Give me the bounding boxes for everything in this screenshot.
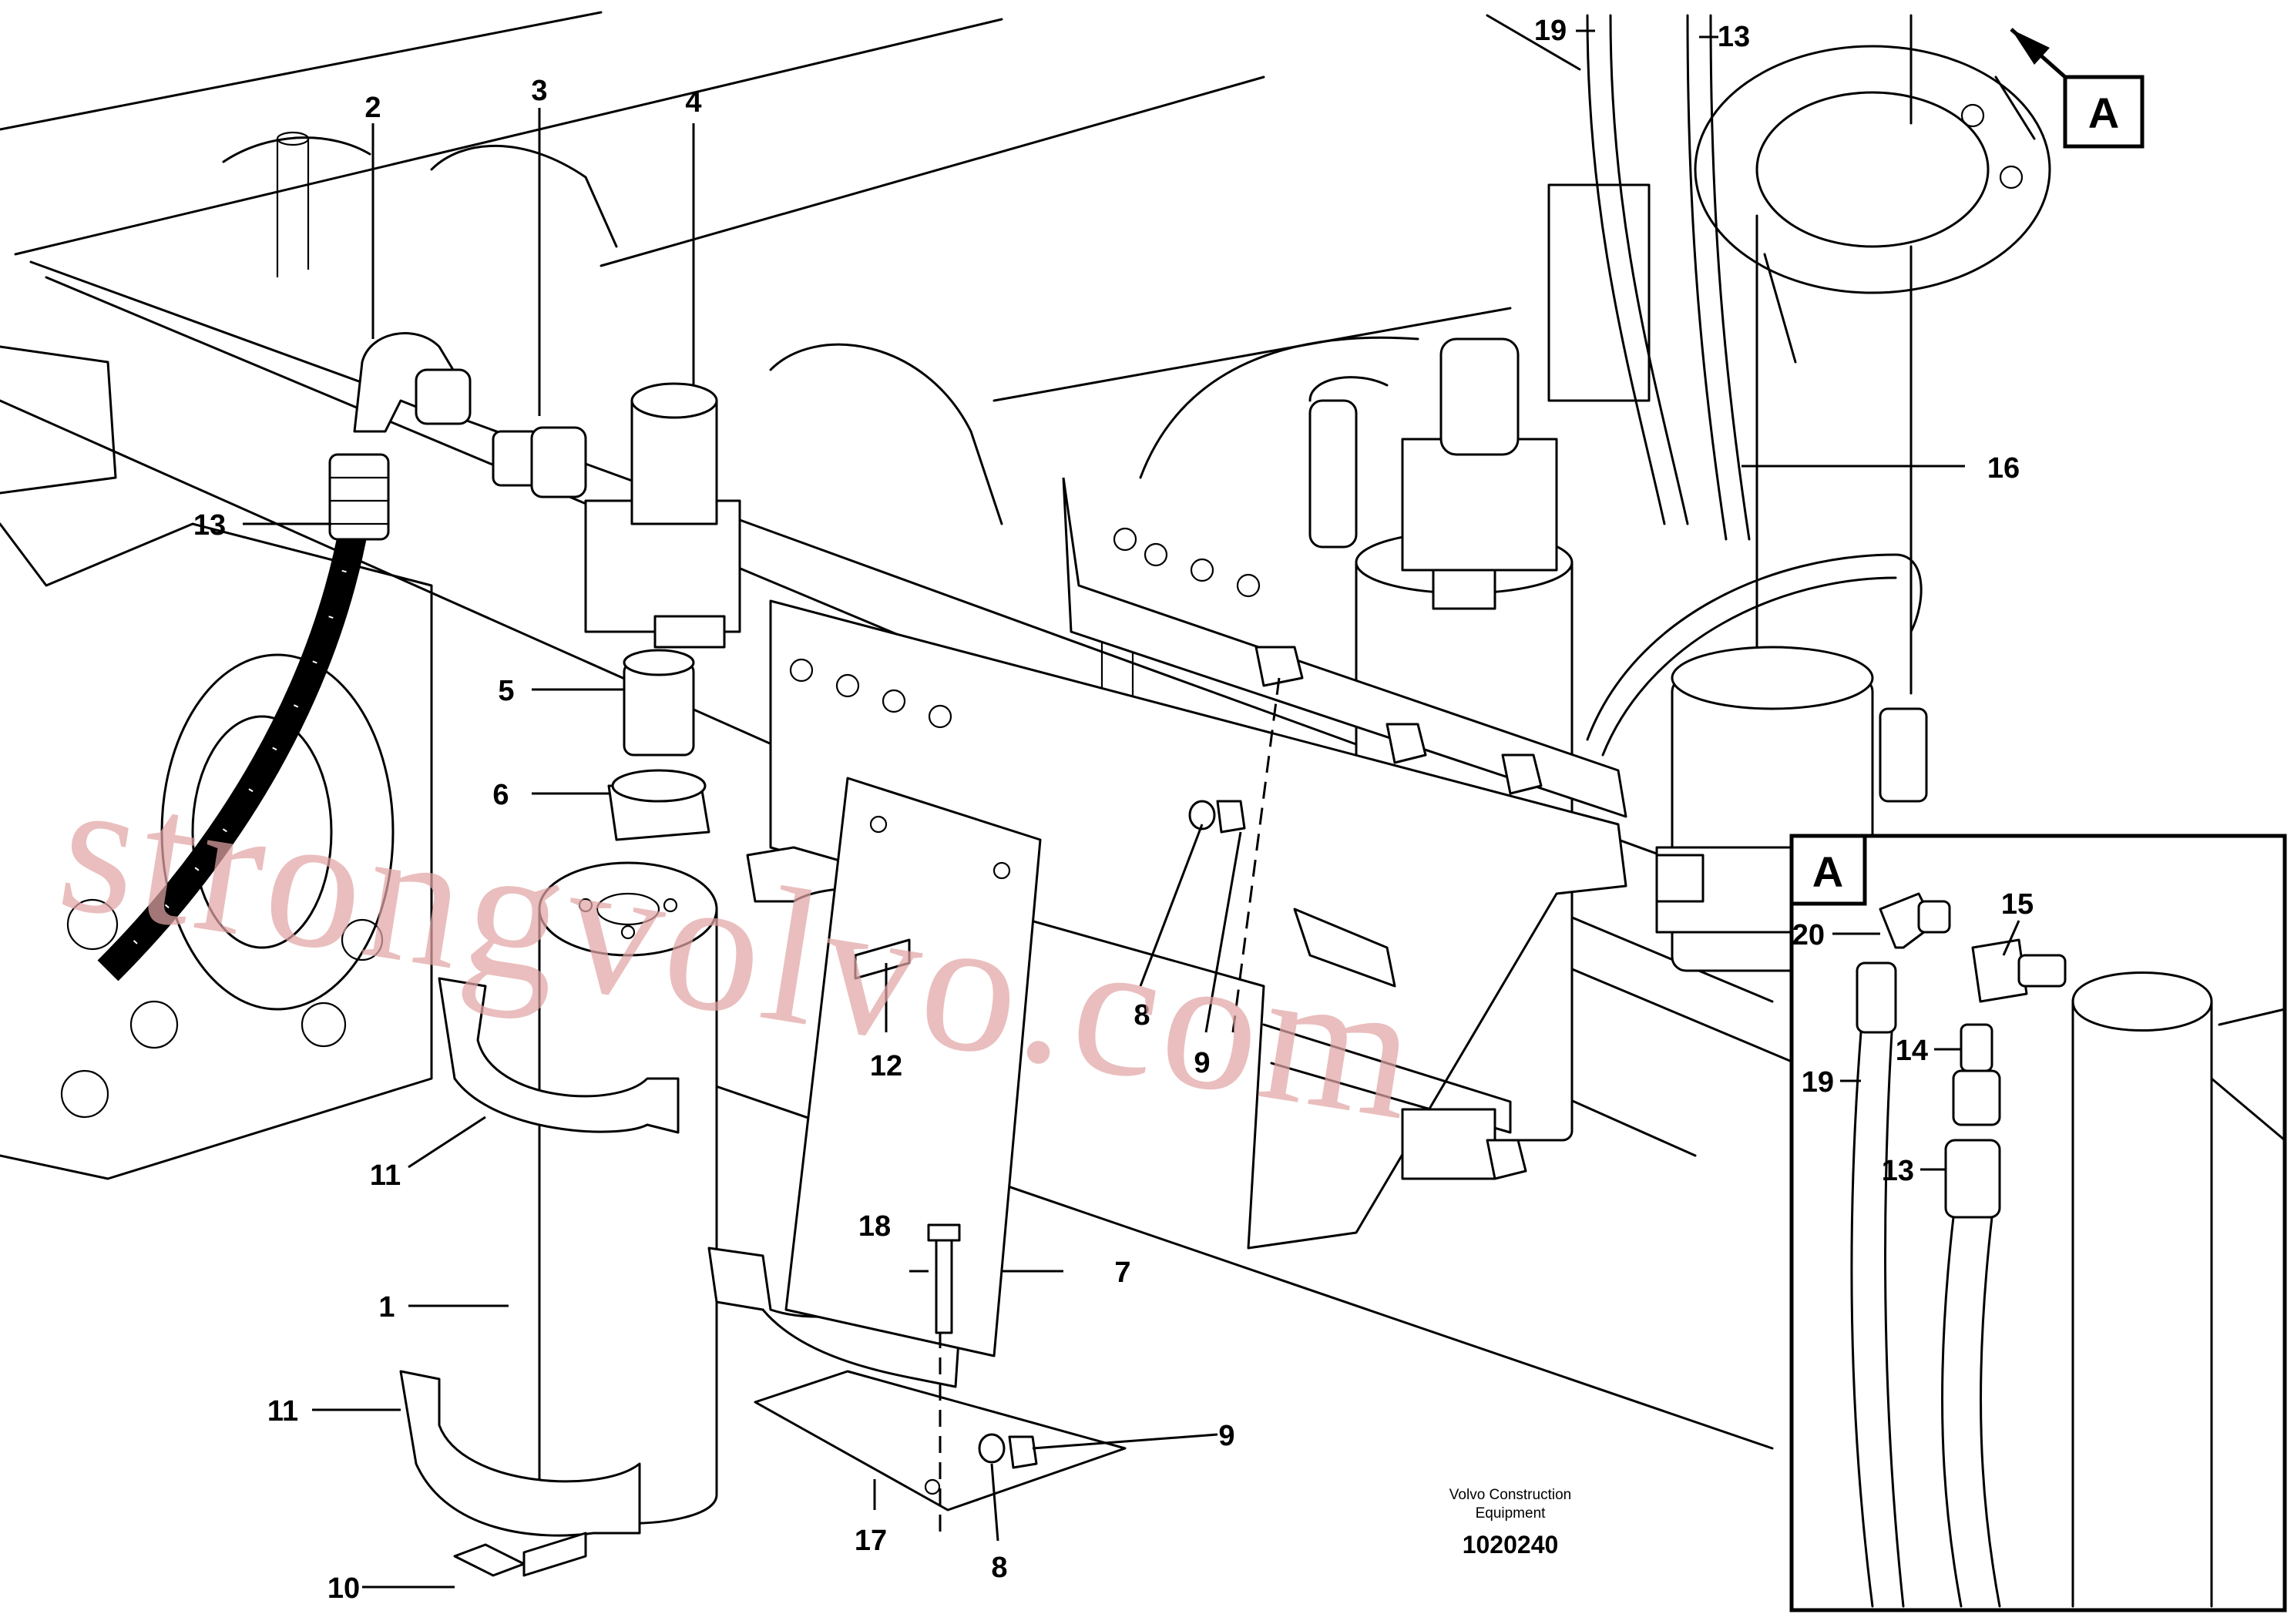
callout-13-top: 13 — [1718, 21, 1750, 53]
base-plate-17 — [754, 1279, 1127, 1541]
hardware — [453, 800, 1246, 1577]
callout-2: 2 — [364, 92, 381, 124]
callout-19-top: 19 — [1534, 15, 1567, 47]
bracket-bolts — [1231, 646, 1543, 1180]
bracket-7 — [784, 777, 1042, 1357]
hoses-top — [1139, 14, 1923, 757]
fittings — [353, 332, 741, 841]
callout-7: 7 — [1114, 1257, 1130, 1289]
accumulator-1 — [538, 861, 718, 1525]
callout-9-lower: 9 — [1218, 1420, 1234, 1452]
detail-callout-15: 15 — [2001, 888, 2034, 921]
callout-4: 4 — [685, 86, 701, 119]
hose-13 — [97, 453, 390, 981]
callout-18: 18 — [858, 1210, 891, 1243]
title-block: Volvo Construction Equipment 1020240 — [1449, 1487, 1571, 1559]
callout-17: 17 — [855, 1525, 887, 1557]
callout-5: 5 — [498, 675, 514, 707]
gearbox-housing — [0, 522, 433, 1180]
callout-9-upper: 9 — [1194, 1047, 1210, 1079]
callout-10: 10 — [327, 1572, 360, 1605]
detail-callout-20: 20 — [1792, 919, 1825, 951]
detail-callout-14: 14 — [1896, 1035, 1928, 1067]
detail-callout-13: 13 — [1882, 1155, 1914, 1187]
leader-lines — [243, 29, 1965, 1589]
callout-labels: 2 3 4 13 5 6 19 13 16 12 8 9 11 1 18 7 1… — [193, 15, 2020, 1605]
callout-16: 16 — [1987, 452, 2020, 485]
view-marker-label: A — [2088, 89, 2119, 137]
callout-3: 3 — [531, 75, 547, 107]
credit-line-1: Volvo Construction — [1449, 1487, 1571, 1503]
detail-view-label: A — [1812, 847, 1843, 896]
callout-13: 13 — [193, 509, 226, 542]
detail-callout-19: 19 — [1802, 1066, 1834, 1099]
callout-12: 12 — [870, 1050, 902, 1082]
callout-8-lower: 8 — [991, 1552, 1007, 1584]
credit-line-2: Equipment — [1476, 1505, 1547, 1522]
document-number: 1020240 — [1463, 1531, 1559, 1559]
callout-8-upper: 8 — [1134, 999, 1150, 1032]
callout-1: 1 — [378, 1291, 395, 1324]
callout-11-upper: 11 — [370, 1159, 401, 1192]
flange-pipe — [1694, 14, 2051, 695]
callout-6: 6 — [492, 779, 509, 811]
view-marker-a: A — [2010, 28, 2145, 149]
detail-view-a: A 20 15 14 19 13 — [1789, 834, 2287, 1612]
mounting-bracket — [769, 477, 1627, 1250]
callout-11-lower: 11 — [267, 1395, 298, 1428]
